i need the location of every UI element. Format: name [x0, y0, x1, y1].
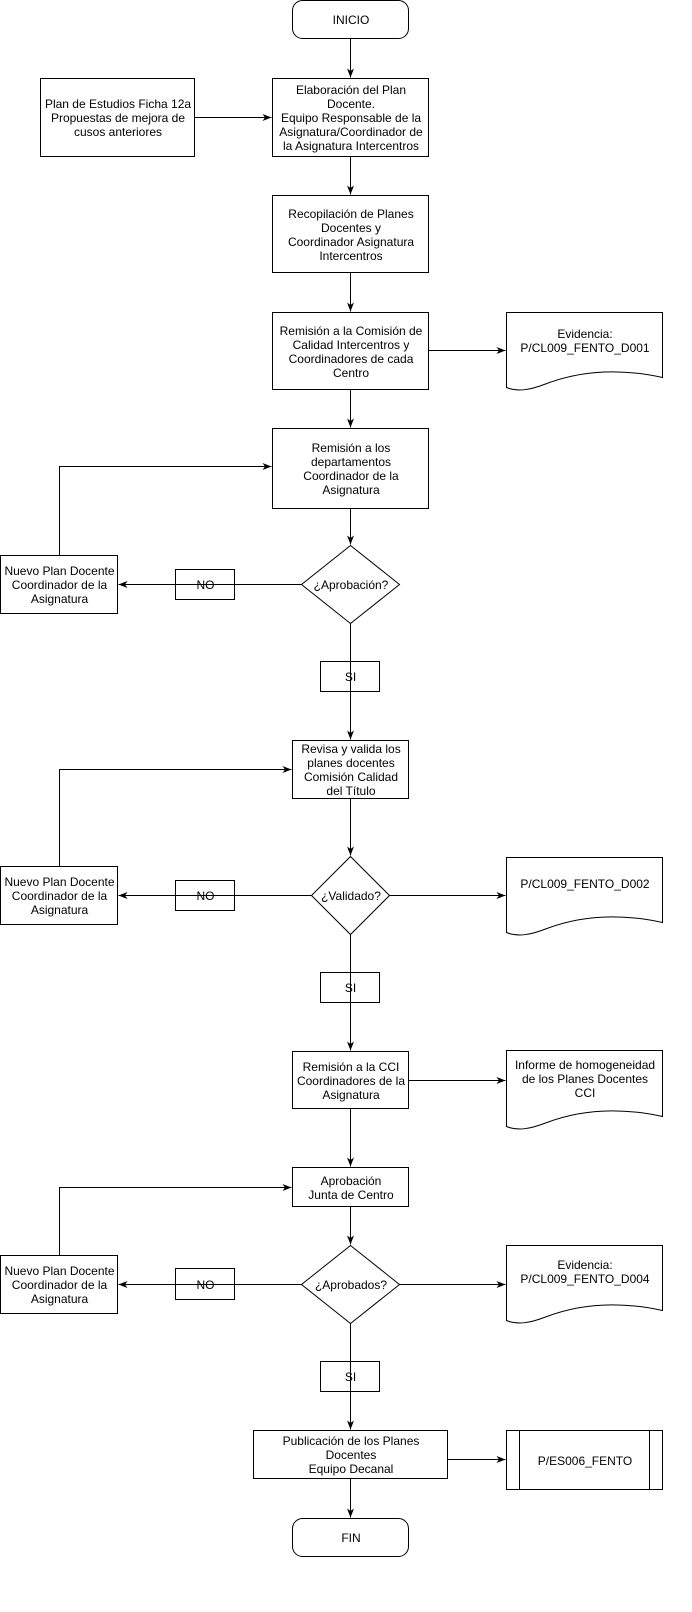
- nuevo-plan-label-1: Nuevo Plan Docente Coordinador de la Asi…: [4, 564, 115, 606]
- doc-d002-label: P/CL009_FENTO_D002: [520, 877, 650, 891]
- no-label-1: NO: [196, 578, 215, 592]
- step-remision-cci-box: [292, 1051, 409, 1109]
- doc-informe-cci-shape: [506, 1050, 663, 1130]
- start-label: INICIO: [332, 13, 370, 27]
- connector-nuevo-plan3-loop: [59, 1184, 292, 1256]
- step-revisa-valida-label: Revisa y valida los planes docentes Comi…: [301, 742, 401, 798]
- step-publicacion-label: Publicación de los Planes Docentes Equip…: [282, 1434, 420, 1476]
- connector-nuevo-plan1-loop: [59, 463, 272, 556]
- step-aprobacion-junta-box: [292, 1167, 409, 1207]
- step-revisa-valida-box: [292, 740, 409, 799]
- step-recopilacion-label: Recopilación de Planes Docentes y Coordi…: [287, 206, 415, 263]
- doc-evidencia-d004-label: Evidencia: P/CL009_FENTO_D004: [520, 1258, 650, 1286]
- step-recopilacion-box: [272, 195, 429, 273]
- doc-d002-shape: [506, 857, 663, 936]
- doc-evidencia-d001-shape: [506, 312, 663, 391]
- connector-nuevo-plan2-loop: [59, 766, 292, 867]
- decision-aprobados-label: ¿Aprobados?: [314, 1278, 388, 1292]
- predefined-es006-box: [506, 1430, 663, 1490]
- step-remision-comision-label: Remisión a la Comisión de Calidad Interc…: [279, 323, 423, 380]
- nuevo-plan-box-2: [0, 866, 118, 925]
- step-remision-comision-box: [272, 312, 429, 390]
- step-remision-departamentos-box: [272, 428, 429, 509]
- si-label-2: SI: [344, 981, 357, 995]
- decision-validado-label: ¿Validado?: [321, 889, 381, 903]
- doc-evidencia-d004-shape: [506, 1245, 663, 1324]
- step-elaboracion-label: Elaboración del Plan Docente. Equipo Res…: [279, 83, 423, 153]
- doc-evidencia-d001-label: Evidencia: P/CL009_FENTO_D001: [520, 326, 650, 355]
- si-label-1: SI: [344, 670, 357, 684]
- nuevo-plan-box-3: [0, 1255, 118, 1314]
- step-remision-departamentos-label: Remisión a los departamentos Coordinador…: [303, 441, 399, 497]
- step-aprobacion-junta-label: Aprobación Junta de Centro: [308, 1173, 394, 1202]
- si-label-3: SI: [344, 1370, 357, 1384]
- step-remision-cci-label: Remisión a la CCI Coordinadores de la As…: [296, 1059, 406, 1102]
- nuevo-plan-box-1: [0, 555, 118, 614]
- end-terminal: [292, 1518, 409, 1557]
- input-plan-estudios-box: [40, 78, 195, 157]
- step-elaboracion-box: [272, 78, 429, 157]
- decision-aprobacion-label: ¿Aprobación?: [313, 578, 389, 592]
- nuevo-plan-label-2: Nuevo Plan Docente Coordinador de la Asi…: [4, 875, 115, 917]
- no-label-2: NO: [196, 889, 215, 903]
- input-plan-estudios-label: Plan de Estudios Ficha 12a Propuestas de…: [44, 97, 192, 139]
- doc-informe-cci-label: Informe de homogeneidad de los Planes Do…: [514, 1058, 656, 1100]
- nuevo-plan-label-3: Nuevo Plan Docente Coordinador de la Asi…: [4, 1264, 115, 1306]
- no-label-3: NO: [196, 1277, 215, 1292]
- end-label: FIN: [341, 1531, 361, 1545]
- predefined-es006-label: P/ES006_FENTO: [537, 1453, 633, 1468]
